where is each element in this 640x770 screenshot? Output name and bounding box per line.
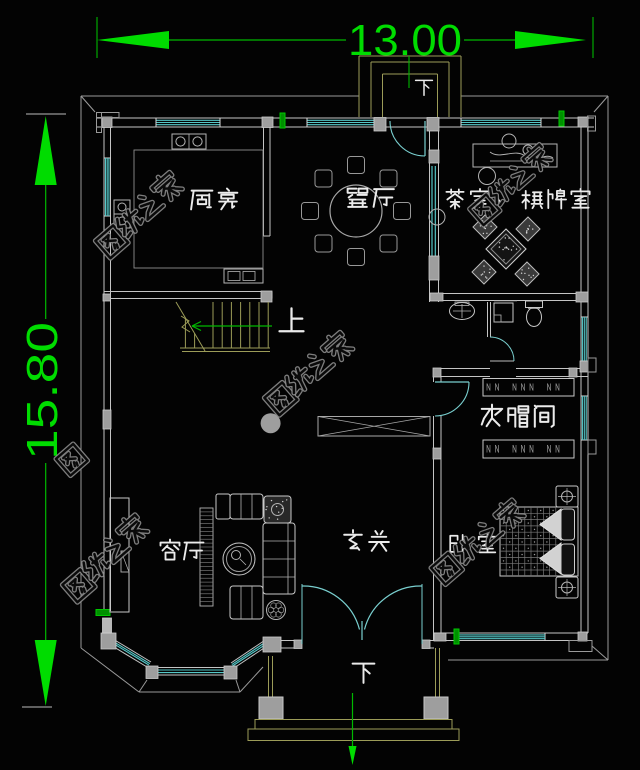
svg-text:13.00: 13.00 bbox=[348, 16, 462, 65]
svg-text:15.80: 15.80 bbox=[18, 322, 67, 460]
